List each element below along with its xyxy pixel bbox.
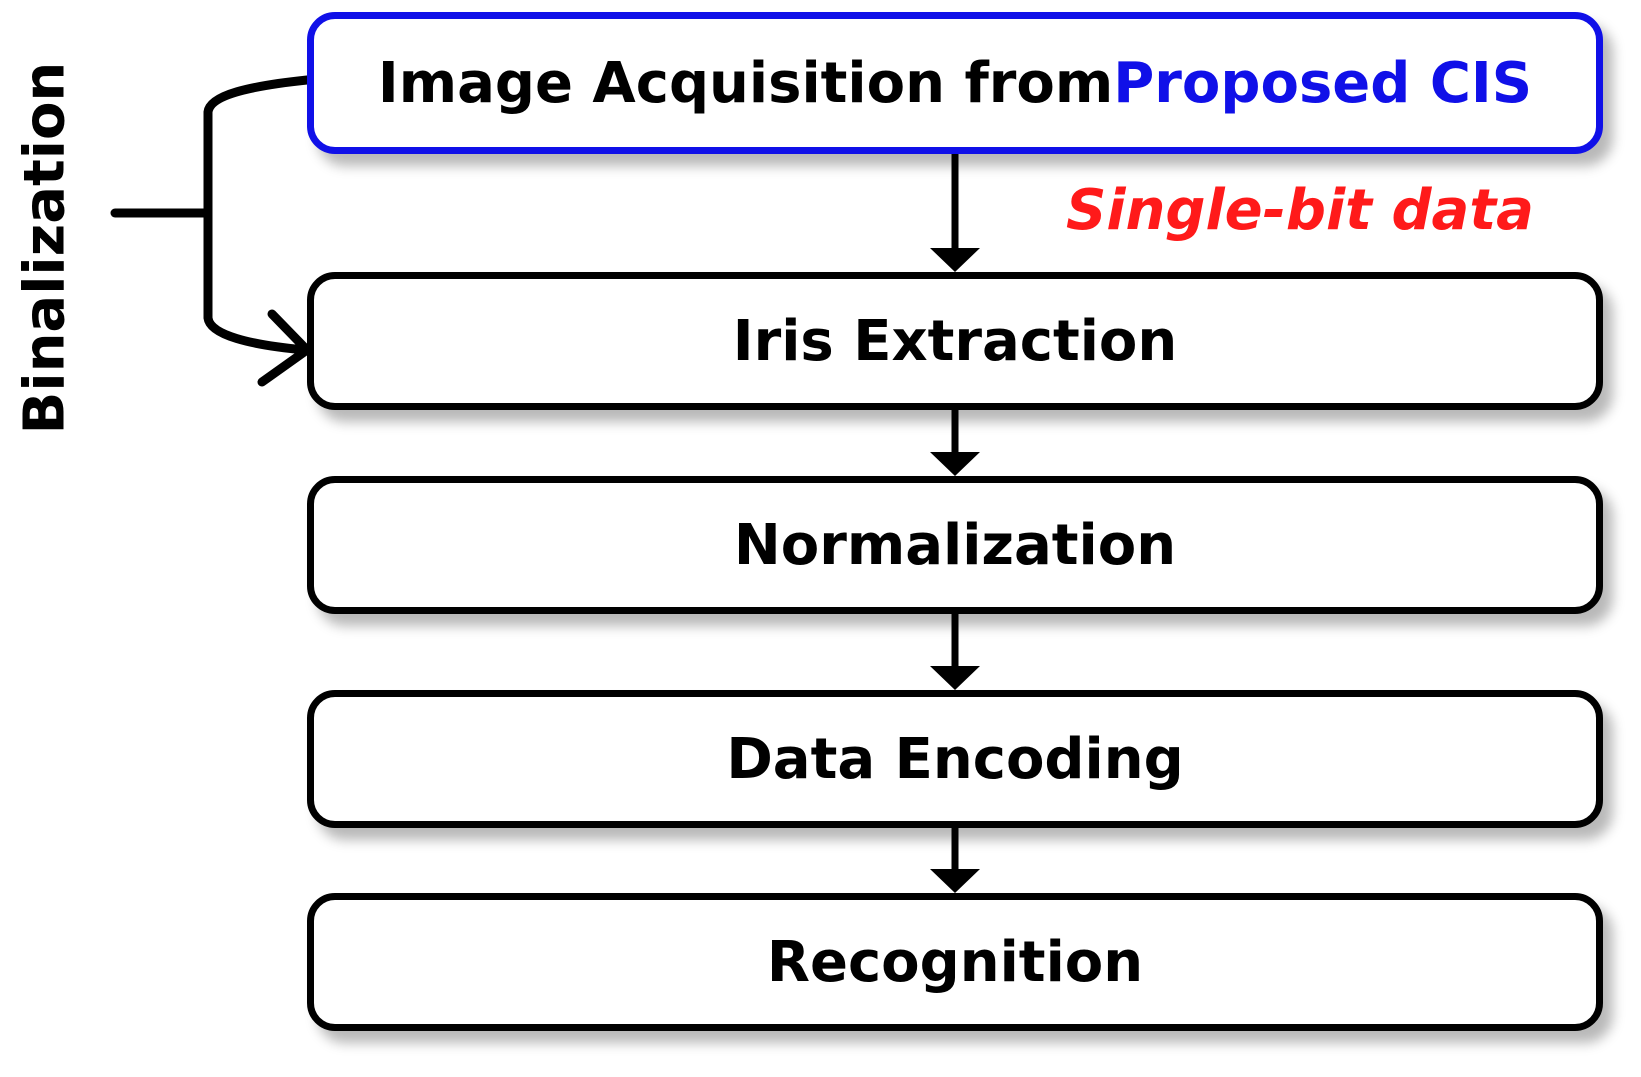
single-bit-annotation: Single-bit data	[1066, 178, 1534, 243]
step-image-acquisition: Image Acquisition from Proposed CIS	[307, 12, 1603, 154]
binalization-bracket	[110, 75, 312, 387]
flow-arrow-1	[930, 154, 980, 272]
step-recognition-text: Recognition	[766, 929, 1144, 995]
flow-arrow-4	[930, 828, 980, 893]
flow-arrow-2	[930, 410, 980, 476]
step-image-acquisition-accent: Proposed CIS	[1113, 50, 1533, 116]
binalization-label: Binalization	[12, 61, 78, 435]
flow-arrow-3	[930, 614, 980, 690]
step-image-acquisition-text: Image Acquisition from	[377, 50, 1114, 116]
step-normalization: Normalization	[307, 476, 1603, 614]
step-recognition: Recognition	[307, 893, 1603, 1031]
step-iris-extraction: Iris Extraction	[307, 272, 1603, 410]
step-normalization-text: Normalization	[733, 512, 1177, 578]
step-data-encoding: Data Encoding	[307, 690, 1603, 828]
step-iris-extraction-text: Iris Extraction	[732, 308, 1178, 374]
step-data-encoding-text: Data Encoding	[726, 726, 1184, 792]
